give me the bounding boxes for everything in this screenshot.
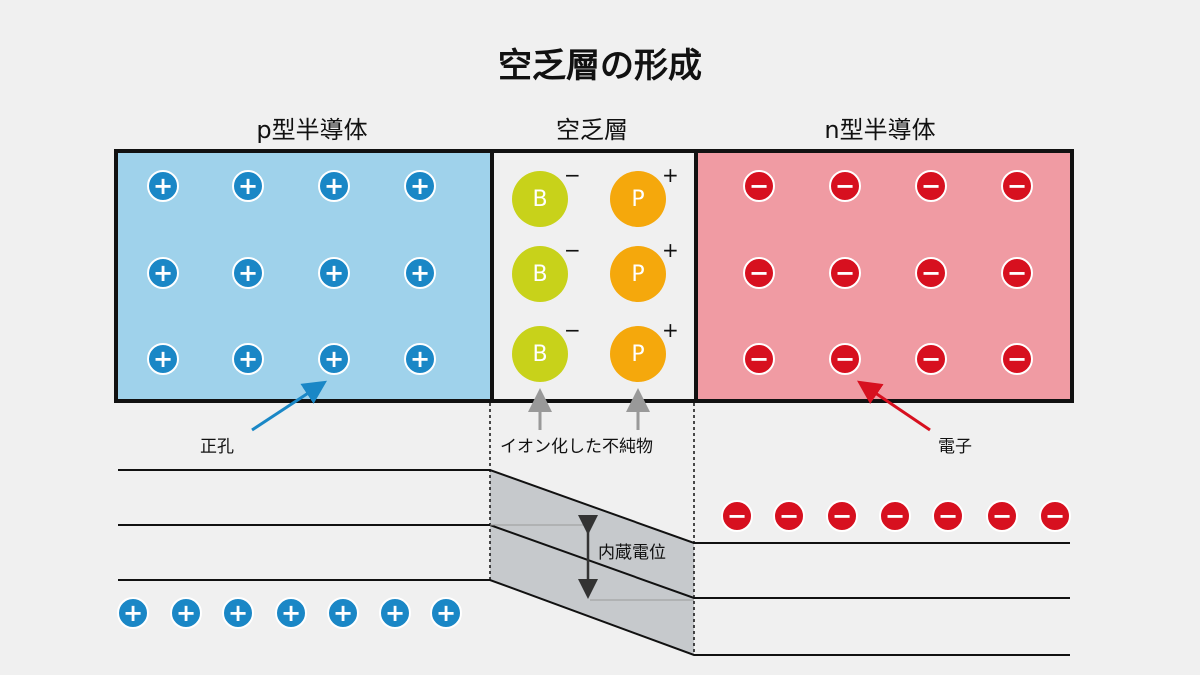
phosphorus-ion-charge-sign: + <box>662 238 679 262</box>
hole-carrier: + <box>318 257 350 289</box>
electron-carrier: − <box>1001 257 1033 289</box>
band-hole-carrier: + <box>222 597 254 629</box>
phosphorus-ion: P <box>610 246 666 302</box>
hole-pointer-arrow <box>251 380 328 432</box>
electron-carrier: − <box>915 170 947 202</box>
n-region-label: n型半導体 <box>824 116 936 144</box>
electron-carrier: − <box>829 343 861 375</box>
electron-carrier: − <box>829 257 861 289</box>
boron-ion-charge-sign: − <box>564 238 581 262</box>
boron-ion-charge-sign: − <box>564 163 581 187</box>
electron-pointer-arrow <box>857 380 931 432</box>
p-region-label: p型半導体 <box>256 116 368 144</box>
electron-annotation: 電子 <box>938 437 972 457</box>
boron-ion-charge-sign: − <box>564 318 581 342</box>
band-hole-carrier: + <box>170 597 202 629</box>
ionized-impurity-annotation: イオン化した不純物 <box>500 437 653 457</box>
hole-carrier: + <box>404 343 436 375</box>
phosphorus-ion: P <box>610 326 666 382</box>
electron-carrier: − <box>743 170 775 202</box>
phosphorus-ion-charge-sign: + <box>662 163 679 187</box>
band-hole-carrier: + <box>275 597 307 629</box>
hole-carrier: + <box>318 343 350 375</box>
electron-carrier: − <box>915 343 947 375</box>
band-electron-carrier: − <box>721 500 753 532</box>
hole-carrier: + <box>147 343 179 375</box>
valence-band <box>118 579 1070 656</box>
hole-carrier: + <box>147 170 179 202</box>
band-electron-carrier: − <box>932 500 964 532</box>
phosphorus-ion-charge-sign: + <box>662 318 679 342</box>
hole-annotation: 正孔 <box>200 437 234 457</box>
band-hole-carrier: + <box>430 597 462 629</box>
hole-carrier: + <box>147 257 179 289</box>
boron-ion: B <box>512 246 568 302</box>
band-hole-carrier: + <box>117 597 149 629</box>
conduction-band <box>118 469 1070 544</box>
hole-carrier: + <box>232 170 264 202</box>
hole-carrier: + <box>232 343 264 375</box>
band-electron-carrier: − <box>826 500 858 532</box>
band-electron-carrier: − <box>1039 500 1071 532</box>
hole-carrier: + <box>232 257 264 289</box>
band-electron-carrier: − <box>986 500 1018 532</box>
hole-carrier: + <box>318 170 350 202</box>
electron-carrier: − <box>743 257 775 289</box>
band-electron-carrier: − <box>773 500 805 532</box>
phosphorus-ion: P <box>610 171 666 227</box>
boron-ion: B <box>512 326 568 382</box>
depletion-region-label: 空乏層 <box>556 116 628 144</box>
boron-ion: B <box>512 171 568 227</box>
band-hole-carrier: + <box>327 597 359 629</box>
electron-carrier: − <box>1001 343 1033 375</box>
electron-carrier: − <box>915 257 947 289</box>
band-electron-carrier: − <box>879 500 911 532</box>
built-in-potential-label: 内蔵電位 <box>598 543 666 563</box>
hole-carrier: + <box>404 170 436 202</box>
diagram-title: 空乏層の形成 <box>498 46 702 86</box>
band-hole-carrier: + <box>379 597 411 629</box>
electron-carrier: − <box>829 170 861 202</box>
hole-carrier: + <box>404 257 436 289</box>
electron-carrier: − <box>1001 170 1033 202</box>
electron-carrier: − <box>743 343 775 375</box>
